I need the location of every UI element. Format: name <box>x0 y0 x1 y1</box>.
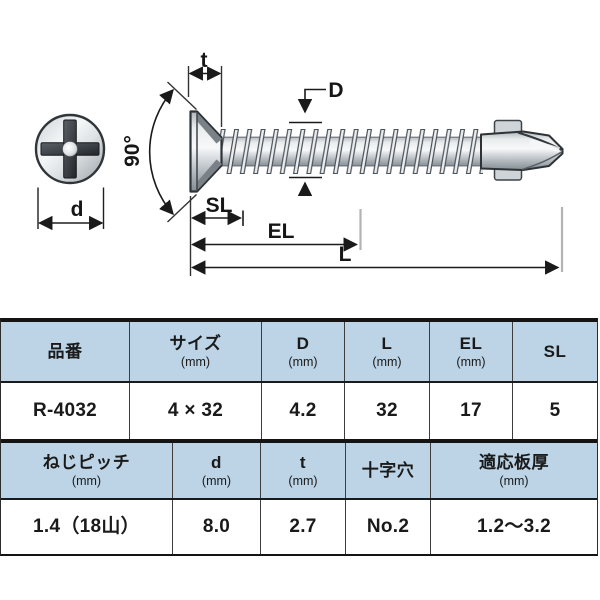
value-cell-cross-recess: No.2 <box>345 500 430 554</box>
phillips-center-dot <box>62 140 79 157</box>
header-cell-size: サイズ (mm) <box>129 322 261 381</box>
screw-technical-diagram: d <box>34 49 564 276</box>
dim-angle-label: 90° <box>121 135 144 167</box>
dim-t: t <box>187 49 223 127</box>
header-cell-L: L (mm) <box>344 322 429 381</box>
header-cell-D: D (mm) <box>261 322 344 381</box>
value-cell-plate-thickness: 1.2～3.2 <box>430 500 597 554</box>
spec-value-row-1: R-4032 4 × 32 4.2 32 17 5 <box>1 381 597 439</box>
header-cell-t: t (mm) <box>260 443 345 498</box>
dim-t-label: t <box>201 49 208 72</box>
dim-D: D <box>289 79 344 196</box>
dim-d <box>37 187 105 231</box>
value-cell-size: 4 × 32 <box>129 383 261 439</box>
value-cell-t: 2.7 <box>260 500 345 554</box>
header-cell-EL: EL (mm) <box>429 322 512 381</box>
value-cell-EL: 17 <box>429 383 512 439</box>
screw-thread <box>219 129 483 174</box>
spec-table: 品番 サイズ (mm) D (mm) L (mm) EL (mm) SL <box>0 318 598 556</box>
screw-side-view <box>189 110 564 193</box>
header-cell-part-no: 品番 <box>47 341 83 361</box>
screw-drill-point <box>480 130 564 171</box>
value-cell-D: 4.2 <box>261 383 344 439</box>
value-cell-SL: 5 <box>512 383 597 439</box>
header-cell-d: d (mm) <box>172 443 260 498</box>
value-cell-thread-pitch: 1.4（18山） <box>33 516 140 538</box>
header-cell-plate-thickness: 適応板厚 (mm) <box>430 443 597 498</box>
dim-L-label: L <box>339 243 352 266</box>
header-cell-cross-recess: 十字穴 <box>345 443 430 498</box>
header-cell-thread-pitch: ねじピッチ (mm) <box>42 453 131 488</box>
screw-front-view: d <box>34 113 106 231</box>
dim-EL-label: EL <box>268 220 295 243</box>
value-cell-part-no: R-4032 <box>32 400 98 422</box>
dim-angle-90: 90° <box>121 81 197 223</box>
screw-head <box>189 110 223 193</box>
dim-SL-EL-L: SL EL L <box>189 194 564 276</box>
dim-SL-label: SL <box>206 194 233 217</box>
spec-value-row-2: 1.4（18山） 8.0 2.7 No.2 1.2～3.2 <box>1 498 597 554</box>
header-cell-SL: SL <box>512 322 597 381</box>
value-cell-L: 32 <box>344 383 429 439</box>
phillips-cross-icon <box>40 119 100 179</box>
value-cell-d: 8.0 <box>172 500 260 554</box>
spec-header-row-1: 品番 サイズ (mm) D (mm) L (mm) EL (mm) SL <box>1 322 597 381</box>
dim-D-label: D <box>328 79 343 102</box>
spec-header-row-2: ねじピッチ (mm) d (mm) t (mm) 十字穴 適応板厚 (mm) <box>1 439 597 498</box>
dim-d-label: d <box>71 198 84 221</box>
